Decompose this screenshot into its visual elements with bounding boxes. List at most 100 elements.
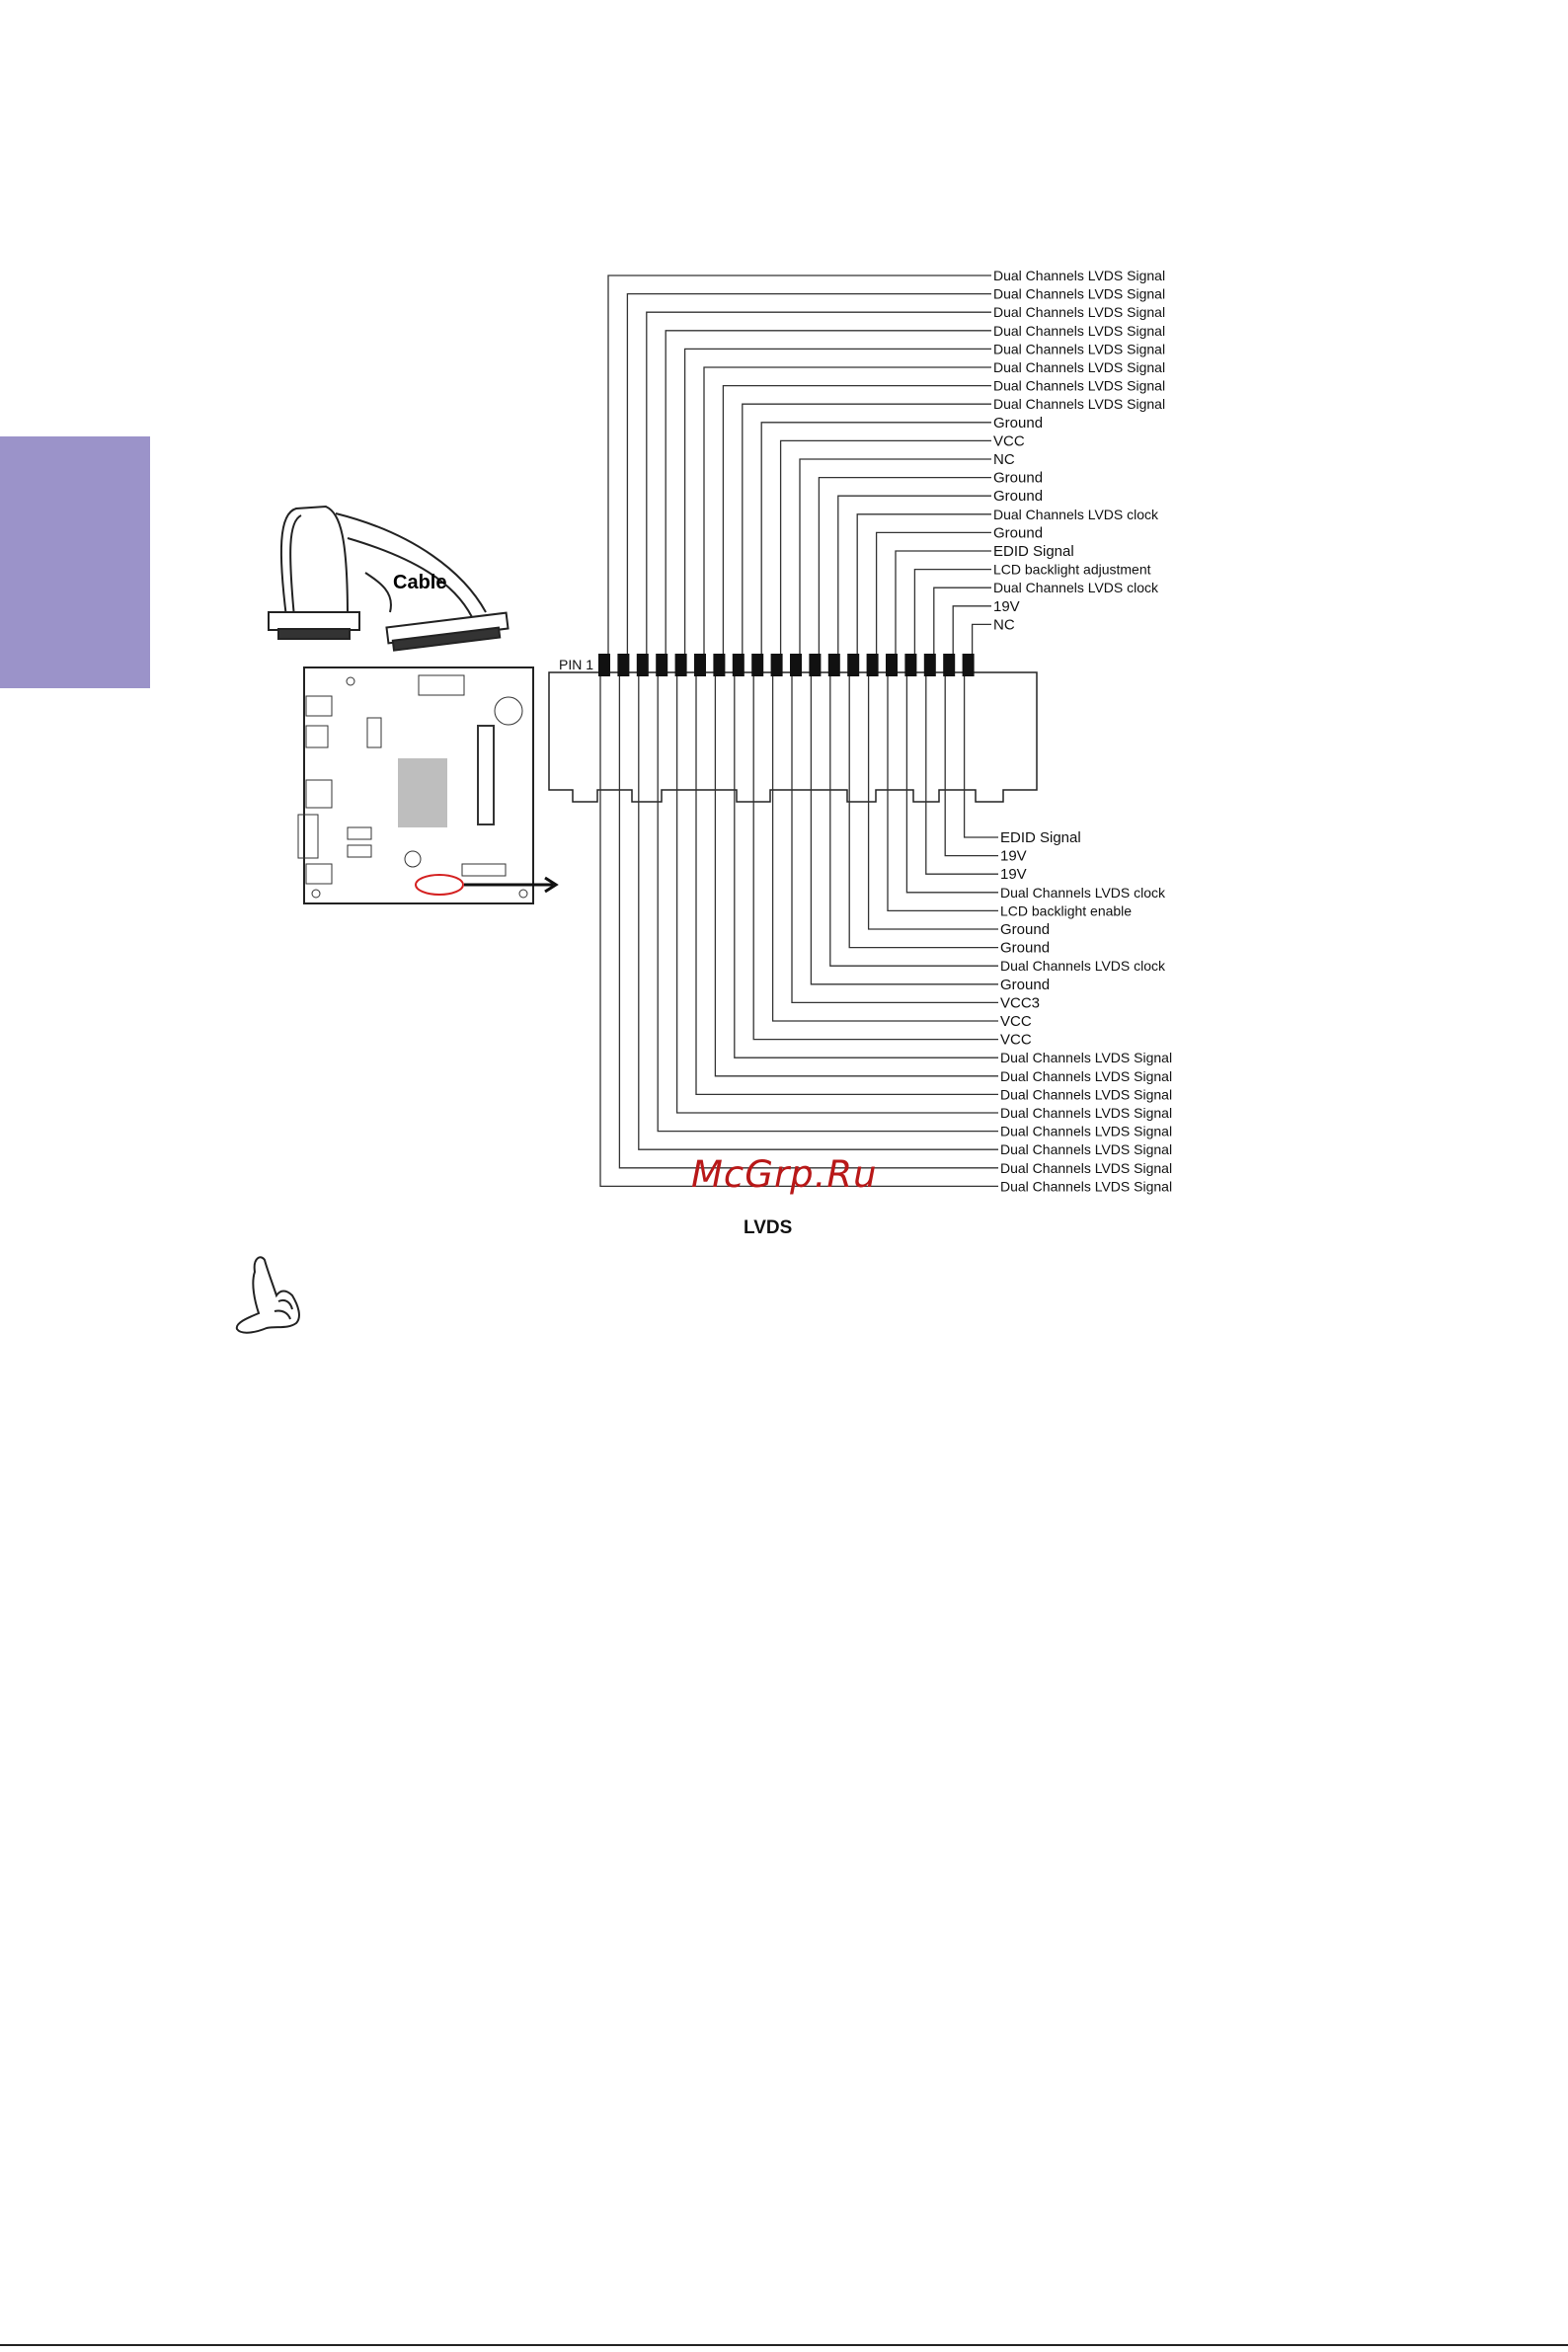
bottom-leader-line	[734, 676, 998, 1058]
bottom-leader-line	[657, 676, 998, 1133]
bottom-leader-line	[944, 676, 998, 857]
connector-pin	[694, 654, 706, 676]
connector-pin	[923, 654, 936, 676]
top-pin-label: LCD backlight adjustment	[993, 562, 1151, 578]
top-leader-line	[933, 587, 991, 654]
bottom-leader-line	[771, 676, 998, 1022]
bottom-pin-label: Dual Channels LVDS Signal	[1000, 1124, 1172, 1139]
connector-pin	[962, 654, 975, 676]
top-leader-line	[607, 274, 991, 654]
diagram-caption: LVDS	[744, 1217, 793, 1238]
top-leader-line	[895, 550, 991, 654]
bottom-pin-label: Ground	[1000, 977, 1050, 993]
pin-leader-lines	[599, 274, 998, 1188]
top-pin-label: Dual Channels LVDS Signal	[993, 378, 1165, 394]
top-pin-label: Dual Channels LVDS Signal	[993, 286, 1165, 302]
top-leader-line	[952, 605, 991, 654]
bottom-pin-label: 19V	[1000, 866, 1027, 883]
connector-pin-strip	[598, 654, 975, 676]
top-pin-label: Dual Channels LVDS Signal	[993, 323, 1165, 339]
motherboard-illustration	[297, 666, 559, 904]
top-pin-label: Dual Channels LVDS clock	[993, 580, 1159, 595]
top-leader-line	[742, 403, 991, 654]
top-pin-label: VCC	[993, 432, 1025, 449]
top-pin-label: Dual Channels LVDS Signal	[993, 341, 1165, 356]
pin1-label: PIN 1	[559, 657, 594, 672]
top-pin-label: Dual Channels LVDS Signal	[993, 268, 1165, 283]
connector-pin	[847, 654, 860, 676]
connector-pin	[751, 654, 764, 676]
top-leader-line	[837, 495, 991, 654]
bottom-pin-label: Dual Channels LVDS Signal	[1000, 1105, 1172, 1121]
bottom-pin-label: Dual Channels LVDS clock	[1000, 885, 1166, 901]
bottom-leader-line	[905, 676, 998, 894]
connector-pin	[674, 654, 687, 676]
top-pin-label: Ground	[993, 524, 1043, 541]
connector-pin	[713, 654, 726, 676]
cable-illustration	[268, 505, 510, 652]
bottom-leader-line	[829, 676, 998, 967]
bottom-leader-line	[925, 676, 998, 875]
bottom-pin-label: Dual Channels LVDS Signal	[1000, 1160, 1172, 1176]
bottom-leader-line	[714, 676, 998, 1077]
bottom-pin-label: Dual Channels LVDS Signal	[1000, 1178, 1172, 1194]
top-leader-line	[799, 458, 991, 654]
bottom-leader-line	[675, 676, 998, 1114]
top-leader-line	[779, 439, 991, 654]
bottom-pin-label: EDID Signal	[1000, 829, 1081, 846]
top-pin-label: Dual Channels LVDS clock	[993, 507, 1159, 522]
top-pin-label: Dual Channels LVDS Signal	[993, 304, 1165, 320]
bottom-leader-line	[638, 676, 998, 1150]
top-leader-line	[683, 348, 991, 654]
bottom-pin-label: Ground	[1000, 940, 1050, 957]
bottom-pin-label: 19V	[1000, 848, 1027, 865]
bottom-pin-label: LCD backlight enable	[1000, 902, 1132, 918]
top-leader-line	[646, 311, 991, 654]
connector-pin	[617, 654, 630, 676]
bottom-pin-label: Dual Channels LVDS Signal	[1000, 1086, 1172, 1102]
bottom-leader-line	[810, 676, 998, 985]
top-leader-line	[760, 422, 991, 654]
connector-pin	[636, 654, 649, 676]
bottom-leader-line	[963, 676, 998, 838]
top-pin-label: Dual Channels LVDS Signal	[993, 396, 1165, 412]
top-pin-label: Ground	[993, 470, 1043, 487]
top-leader-line	[722, 384, 991, 654]
bottom-leader-line	[618, 676, 998, 1169]
top-leader-line	[626, 292, 991, 654]
connector-pin	[790, 654, 802, 676]
bottom-pin-label: VCC3	[1000, 994, 1040, 1011]
top-leader-line	[818, 476, 991, 654]
top-pin-label: Dual Channels LVDS Signal	[993, 359, 1165, 375]
lvds-connector-body	[548, 671, 1038, 803]
bottom-pin-label: Ground	[1000, 921, 1050, 938]
connector-pin	[886, 654, 898, 676]
bottom-pin-label: Dual Channels LVDS Signal	[1000, 1141, 1172, 1157]
bottom-pin-label: Dual Channels LVDS clock	[1000, 958, 1166, 974]
top-pin-label: Ground	[993, 488, 1043, 505]
top-pin-label: NC	[993, 616, 1015, 633]
top-leader-line	[703, 366, 991, 654]
connector-pin	[656, 654, 668, 676]
bottom-leader-line	[887, 676, 998, 912]
cable-label: Cable	[393, 572, 446, 593]
watermark-text: McGrp.Ru	[691, 1153, 878, 1196]
top-pin-label: Ground	[993, 415, 1043, 431]
top-leader-line	[875, 531, 991, 654]
connector-pin	[809, 654, 822, 676]
top-pin-label: 19V	[993, 598, 1020, 615]
bottom-pin-label: Dual Channels LVDS Signal	[1000, 1068, 1172, 1084]
top-leader-line	[913, 568, 991, 654]
top-leader-line	[971, 623, 991, 654]
top-pin-label: EDID Signal	[993, 543, 1074, 560]
pointing-hand-icon	[235, 1256, 300, 1334]
connector-pin	[827, 654, 840, 676]
connector-pin	[770, 654, 783, 676]
top-leader-line	[856, 513, 991, 654]
footer-rule	[0, 2344, 1568, 2346]
bottom-leader-line	[848, 676, 998, 949]
top-leader-line	[665, 330, 991, 654]
bottom-pin-label: VCC	[1000, 1032, 1032, 1049]
